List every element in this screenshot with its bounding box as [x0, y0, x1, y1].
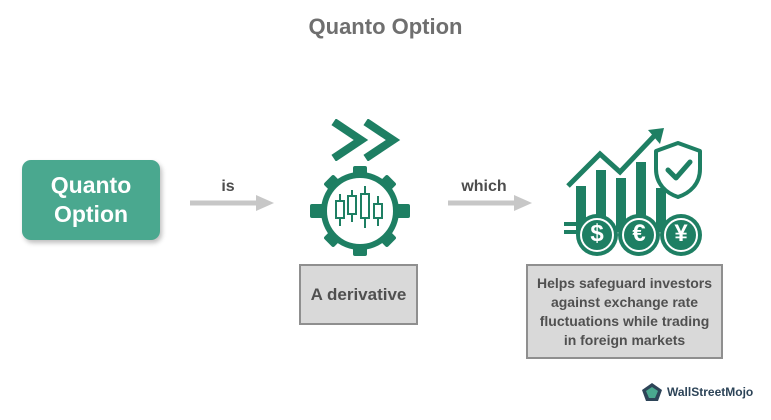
euro-symbol: € — [632, 220, 646, 247]
description-line: in foreign markets — [563, 331, 686, 348]
definition-box: A derivative — [299, 264, 418, 325]
arrow-right-icon — [190, 195, 274, 211]
coin-icon — [618, 214, 660, 256]
brand-name: WallStreetMojo — [667, 385, 754, 399]
yen-symbol: ¥ — [674, 220, 688, 247]
definition-text: A derivative — [310, 284, 407, 304]
dollar-symbol: $ — [590, 220, 604, 247]
page-title: Quanto Option — [308, 14, 463, 39]
double-chevron-icon — [331, 119, 401, 161]
brand-watermark: WallStreetMojo — [641, 380, 767, 404]
arrow-right-icon — [448, 195, 532, 211]
growth-chart-icon — [564, 128, 666, 234]
coin-icon — [576, 214, 618, 256]
quanto-option-box: Quanto Option — [22, 160, 160, 240]
description-line: Helps safeguard investors — [536, 274, 713, 291]
main-concept-line-1: Quanto — [50, 172, 132, 198]
shield-check-icon — [654, 141, 702, 199]
connector-label-which: which — [461, 178, 507, 195]
description-box: Helps safeguard investors against exchan… — [526, 264, 723, 359]
wallstreetmojo-logo-icon — [642, 383, 662, 401]
description-line: fluctuations while trading — [539, 312, 710, 329]
currency-coins-icon: $ € ¥ — [574, 212, 704, 258]
main-concept-line-2: Option — [53, 201, 129, 227]
coin-icon — [660, 214, 702, 256]
gear-candlestick-icon — [310, 166, 410, 256]
description-line: against exchange rate — [550, 293, 699, 310]
connector-label-is: is — [221, 178, 235, 195]
